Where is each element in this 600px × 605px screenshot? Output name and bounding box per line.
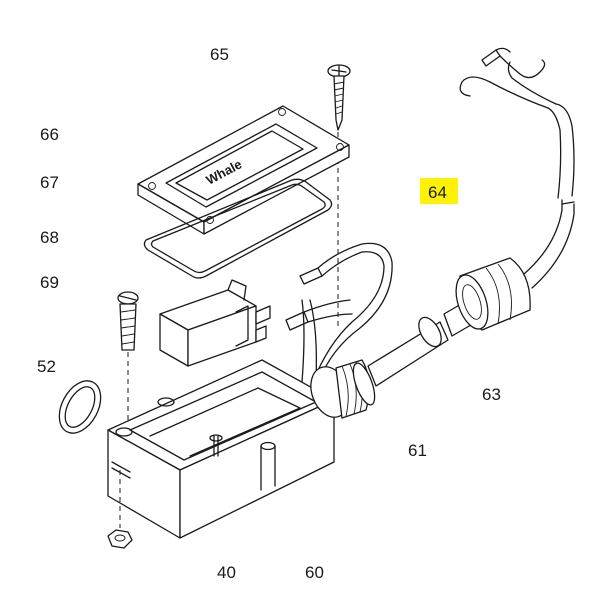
cable-assembly — [459, 47, 575, 289]
callout-labels: 65 66 67 68 69 52 64 63 61 40 60 — [37, 45, 501, 582]
callout-67: 67 — [40, 173, 59, 192]
mounting-screw — [117, 291, 139, 351]
callout-65: 65 — [210, 45, 229, 64]
cover-screw — [327, 64, 351, 131]
micro-switch — [159, 279, 271, 367]
callout-64-highlight — [420, 178, 458, 204]
callout-66: 66 — [40, 125, 59, 144]
connector-wires — [285, 242, 393, 385]
o-ring — [58, 380, 102, 434]
cable-gland — [310, 359, 376, 419]
callout-61: 61 — [408, 441, 427, 460]
callout-52: 52 — [37, 357, 56, 376]
hex-nut — [107, 529, 133, 549]
cover-gasket — [143, 178, 333, 279]
switch-housing — [107, 359, 335, 539]
callout-60: 60 — [305, 563, 324, 582]
callout-68: 68 — [40, 228, 59, 247]
cover-plate: Whale — [137, 105, 350, 235]
gland-nut — [455, 257, 531, 331]
callout-69: 69 — [40, 273, 59, 292]
callout-64: 64 — [428, 183, 447, 202]
callout-40: 40 — [217, 563, 236, 582]
callout-63: 63 — [482, 385, 501, 404]
cable-tube — [367, 299, 477, 387]
